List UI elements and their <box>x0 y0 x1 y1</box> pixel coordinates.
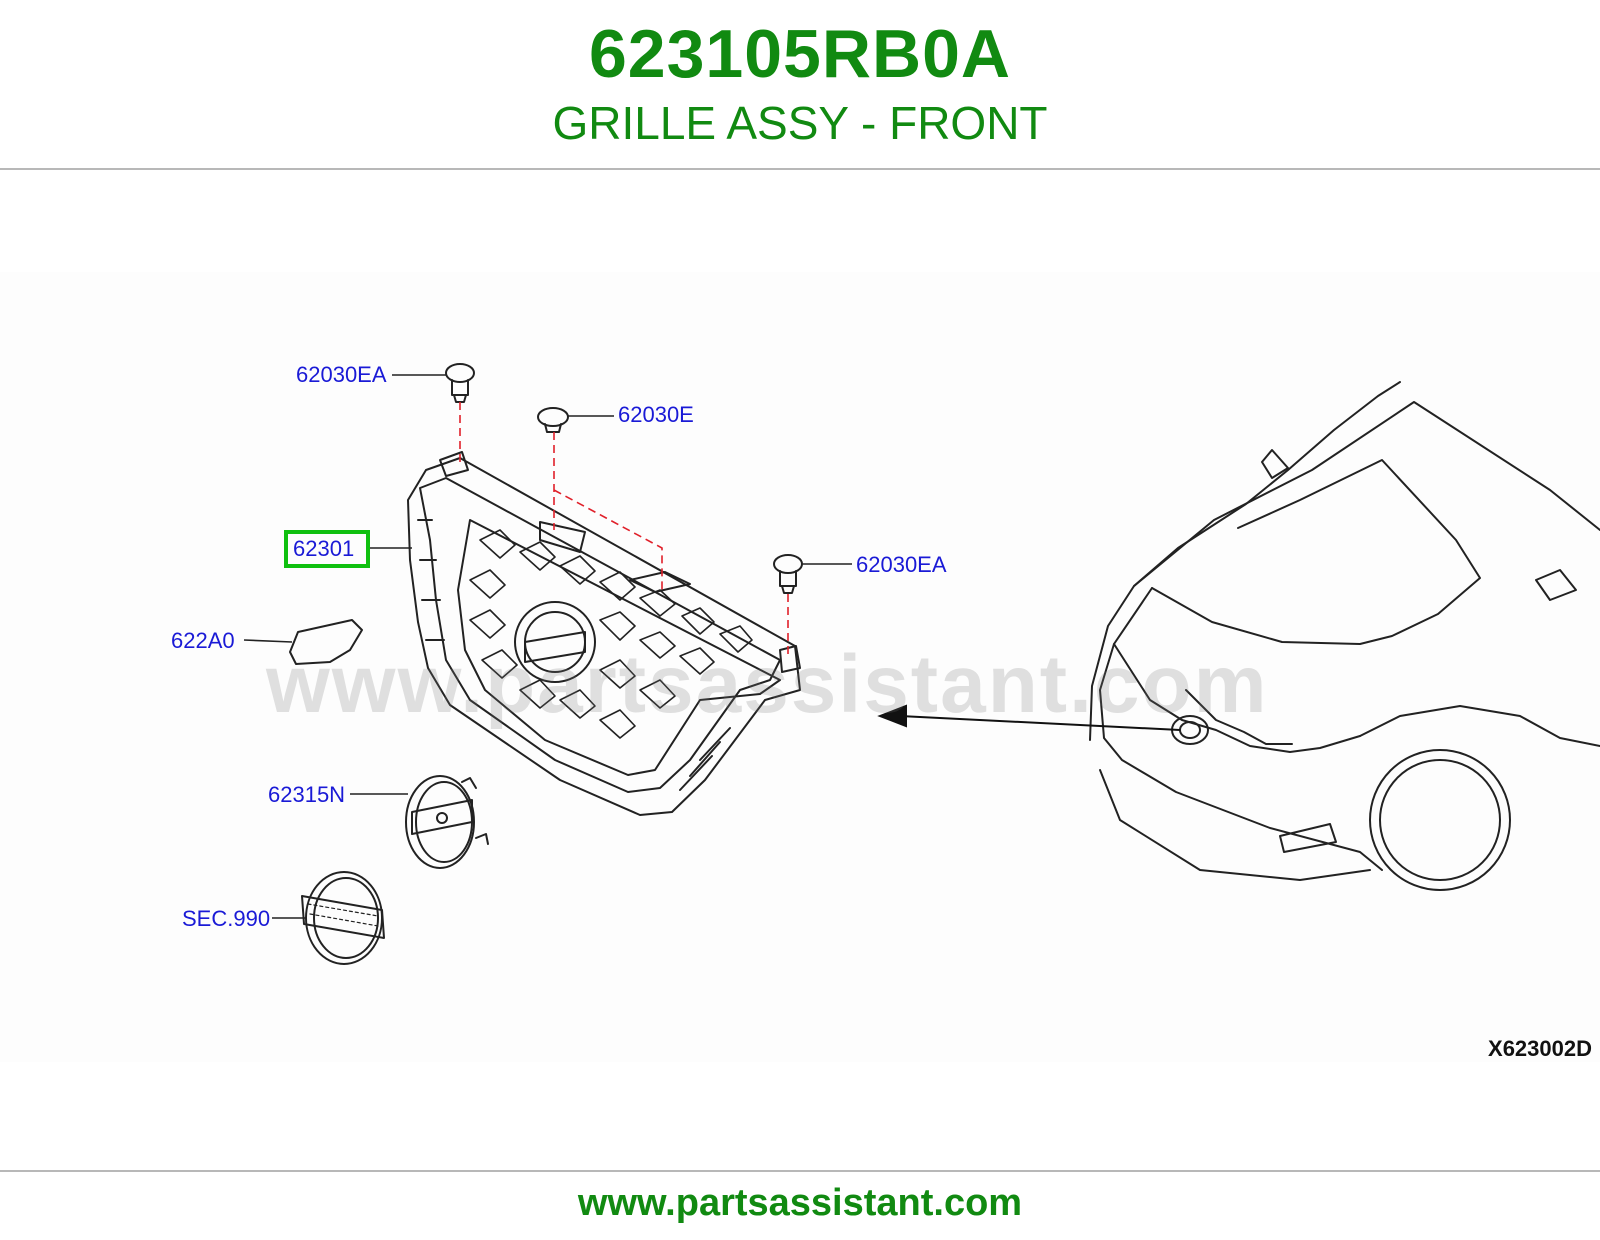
badge <box>301 871 385 965</box>
grille-emblem-bar <box>524 631 586 663</box>
part-name-subtitle: GRILLE ASSY - FRONT <box>552 97 1048 149</box>
sec-prefix: SEC. <box>182 906 234 931</box>
highlight-box-62301 <box>284 530 370 568</box>
label-62030EA-right[interactable]: 62030EA <box>856 552 947 577</box>
page-header: 623105RB0A GRILLE ASSY - FRONT <box>0 0 1600 168</box>
watermark: www.partsassistant.com <box>266 639 1269 730</box>
footer-divider <box>0 1170 1600 1172</box>
locator-arrow-line <box>899 715 1181 731</box>
assembly-line-center <box>553 432 663 590</box>
label-62315N[interactable]: 62315N <box>268 782 346 807</box>
leader-622A0 <box>243 639 293 643</box>
top-tab-left <box>439 451 469 477</box>
grille-emblem-ring <box>514 601 596 683</box>
cover-piece <box>289 619 363 665</box>
top-flange-center <box>539 521 586 553</box>
label-sec990[interactable]: SEC.990 <box>182 906 270 932</box>
part-number-title: 623105RB0A <box>588 16 1012 92</box>
grille-outer-frame <box>407 457 801 816</box>
label-62030EA-top[interactable]: 62030EA <box>296 362 387 387</box>
clip-top-left <box>445 363 475 403</box>
diagram-code: X623002D <box>1488 1036 1592 1061</box>
vehicle-outline <box>1089 381 1600 891</box>
emblem-base <box>405 775 489 869</box>
clip-top-center <box>537 407 569 433</box>
top-flange-right <box>629 571 691 593</box>
grille-inner-frame <box>457 519 781 776</box>
label-62301[interactable]: 62301 <box>293 536 355 561</box>
sec-number: 990 <box>233 906 271 931</box>
label-62030E[interactable]: 62030E <box>618 402 694 427</box>
grille-mid-frame <box>419 477 781 793</box>
side-slats <box>417 519 731 791</box>
locator-arrow-head <box>877 704 907 728</box>
footer-url[interactable]: www.partsassistant.com <box>577 1182 1023 1224</box>
header-divider <box>0 168 1600 170</box>
top-tab-right <box>779 645 801 673</box>
label-622A0[interactable]: 622A0 <box>171 628 235 653</box>
clip-right <box>773 554 803 594</box>
